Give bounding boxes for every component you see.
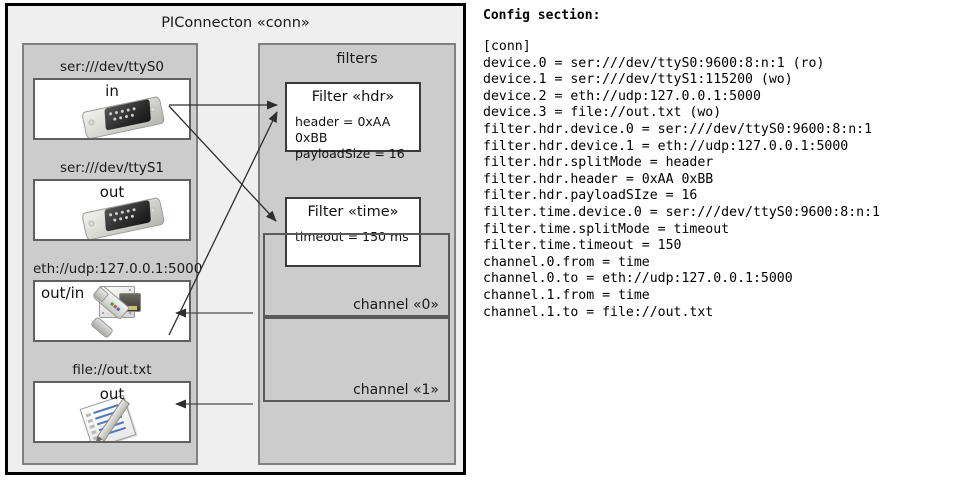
config-heading: Config section:: [483, 8, 601, 23]
device-label: ser:///dev/ttyS1: [60, 160, 164, 176]
filter-property: timeout = 150 ms: [295, 229, 409, 244]
device-box[interactable]: out: [33, 179, 191, 241]
channel-label: channel «1»: [353, 382, 439, 398]
device-direction: out: [99, 183, 125, 201]
device-direction: out/in: [41, 284, 85, 302]
device-ser-ttys0[interactable]: ser:///dev/ttyS0 in: [33, 59, 191, 140]
device-file-out[interactable]: file://out.txt out: [33, 362, 191, 443]
filter-title: Filter «time»: [307, 204, 399, 220]
filter-title: Filter «hdr»: [311, 89, 395, 105]
filters-panel-title: filters: [336, 51, 378, 67]
device-box[interactable]: out: [33, 381, 191, 443]
ethernet-jack-icon: [35, 282, 189, 340]
filter-property: payloadSize = 16: [295, 146, 405, 161]
config-section: Config section: [conn] device.0 = ser://…: [483, 8, 961, 321]
filter-property: header = 0xAA 0xBB: [295, 114, 391, 145]
device-box[interactable]: in: [33, 78, 191, 140]
device-direction: out: [99, 385, 125, 403]
filters-panel: filters Filter «hdr» header = 0xAA 0xBB …: [258, 43, 456, 465]
filter-properties: header = 0xAA 0xBB payloadSize = 16: [295, 114, 419, 162]
filter-properties: timeout = 150 ms: [295, 229, 419, 245]
channel-0-box[interactable]: channel «0»: [263, 233, 450, 317]
device-box[interactable]: out/in: [33, 280, 191, 342]
device-label: eth://udp:127.0.0.1:5000: [33, 261, 203, 277]
device-ser-ttys1[interactable]: ser:///dev/ttyS1 out: [33, 160, 191, 241]
channel-1-box[interactable]: channel «1»: [263, 317, 450, 402]
device-direction: in: [105, 82, 119, 100]
filter-hdr-box[interactable]: Filter «hdr» header = 0xAA 0xBB payloadS…: [285, 82, 421, 161]
connector-frame: PIConnecton «conn» ser:///dev/ttyS0 in: [5, 3, 466, 475]
devices-panel: ser:///dev/ttyS0 in: [22, 43, 203, 465]
device-eth-udp[interactable]: eth://udp:127.0.0.1:5000 out/in: [33, 261, 203, 342]
config-lines: [conn] device.0 = ser:///dev/ttyS0:9600:…: [483, 39, 880, 320]
connector-title: PIConnecton «conn»: [161, 15, 310, 31]
filter-time-box[interactable]: Filter «time» timeout = 150 ms: [285, 197, 421, 267]
device-label: ser:///dev/ttyS0: [60, 59, 164, 75]
channel-label: channel «0»: [353, 297, 439, 313]
device-label: file://out.txt: [72, 362, 152, 378]
